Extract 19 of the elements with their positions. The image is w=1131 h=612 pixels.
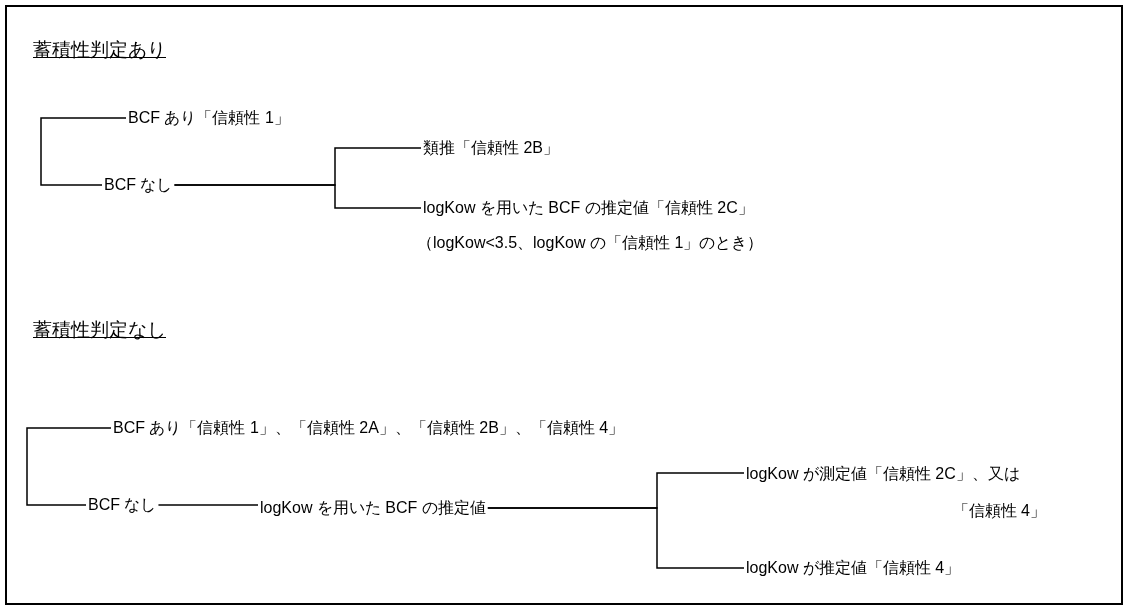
branch-label: BCF あり「信頼性 1」、「信頼性 2A」、「信頼性 2B」、「信頼性 4」	[111, 418, 627, 438]
section-heading: 蓄積性判定なし	[33, 318, 166, 342]
bracket-line	[26, 427, 112, 467]
bracket-line	[40, 149, 103, 186]
branch-label: logKow を用いた BCF の推定値「信頼性 2C」	[421, 198, 756, 218]
note-text: （logKow<3.5、logKow の「信頼性 1」のとき）	[417, 233, 764, 253]
section-heading: 蓄積性判定あり	[33, 38, 166, 62]
branch-label: 類推「信頼性 2B」	[421, 138, 561, 158]
branch-label: logKow を用いた BCF の推定値	[258, 498, 488, 518]
bracket-line	[487, 507, 745, 569]
branch-label: BCF あり「信頼性 1」	[126, 108, 292, 128]
bracket-line	[157, 504, 259, 506]
bracket-line	[40, 117, 127, 151]
branch-label: logKow が推定値「信頼性 4」	[744, 558, 963, 578]
branch-label: BCF なし	[102, 175, 175, 195]
branch-label: logKow が測定値「信頼性 2C」、又は「信頼性 4」	[744, 455, 1048, 529]
bracket-line	[26, 465, 87, 506]
bracket-line	[173, 184, 422, 209]
branch-label: BCF なし	[86, 495, 159, 515]
